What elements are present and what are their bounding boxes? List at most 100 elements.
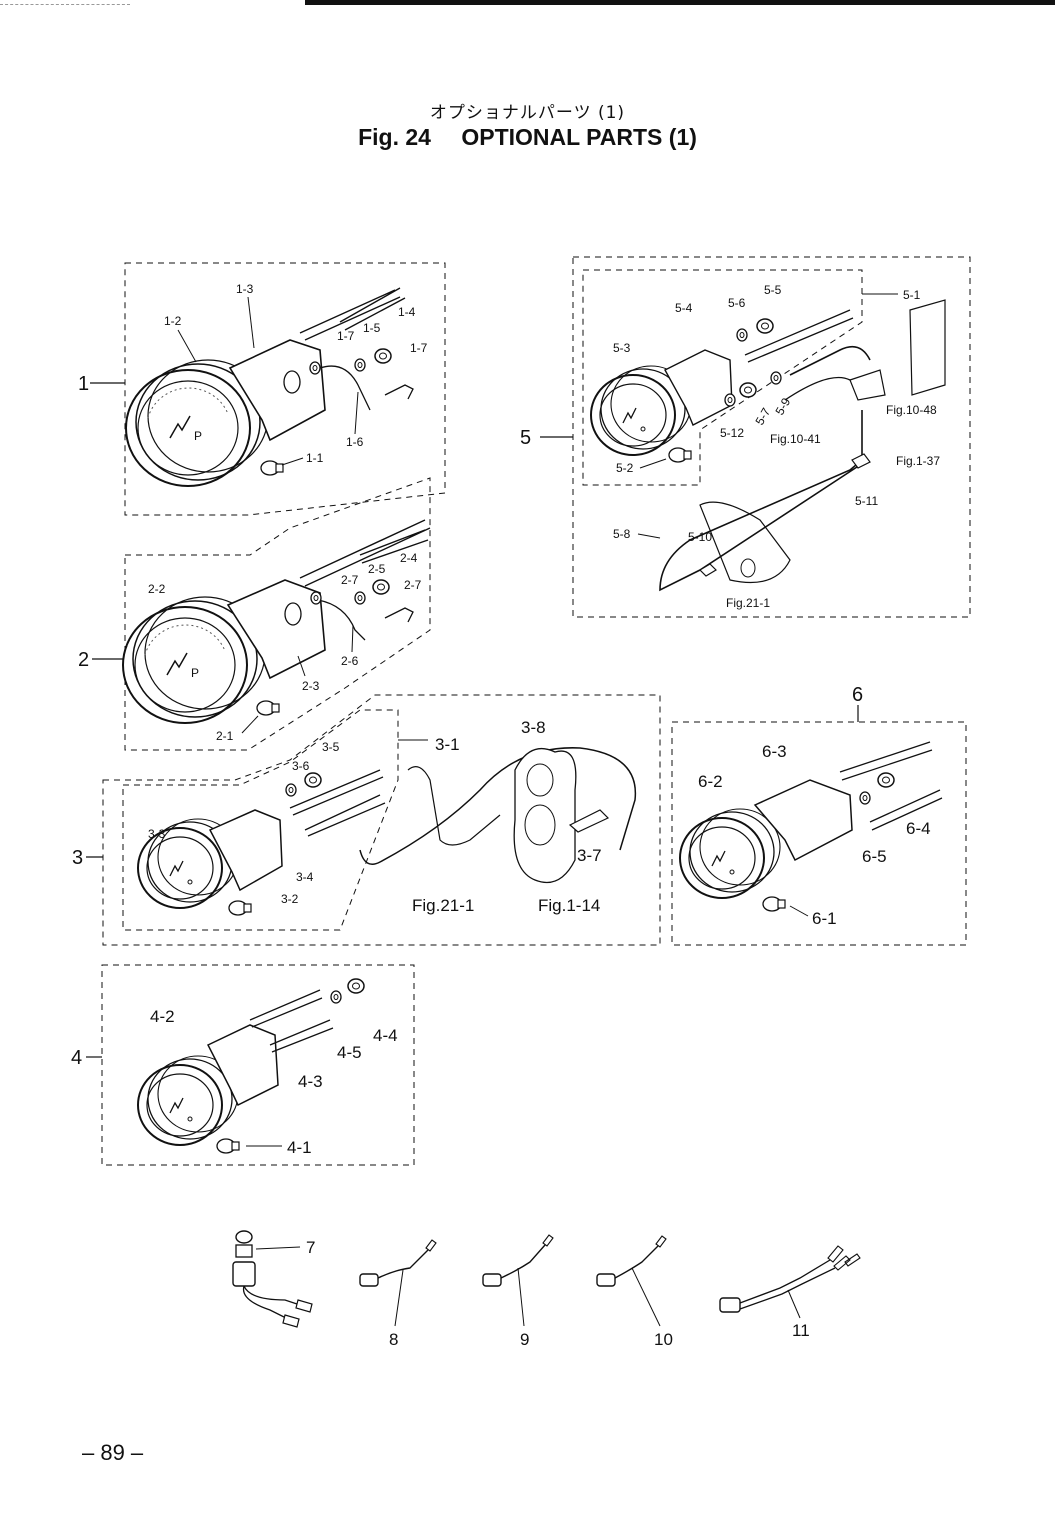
bulb-5-2 [668, 447, 692, 463]
svg-text:5-2: 5-2 [616, 461, 634, 475]
group-3-frame [102, 694, 661, 946]
washer-2-5 [354, 591, 366, 605]
svg-text:4-4: 4-4 [373, 1026, 398, 1045]
svg-text:Fig.21-1: Fig.21-1 [412, 896, 474, 915]
svg-text:6-1: 6-1 [812, 909, 837, 928]
harness-8: 8 [359, 1239, 437, 1349]
svg-text:5-5: 5-5 [764, 283, 782, 297]
svg-text:1-7: 1-7 [410, 341, 428, 355]
group-4-frame [101, 964, 415, 1166]
washer-3-6 [285, 783, 297, 797]
svg-text:10: 10 [654, 1330, 673, 1349]
nut-2-4 [372, 579, 390, 595]
header-rule [305, 0, 1055, 5]
svg-text:5-1: 5-1 [903, 288, 921, 302]
svg-text:8: 8 [389, 1330, 398, 1349]
svg-text:Fig.21-1: Fig.21-1 [726, 596, 770, 610]
header-rule-dashed [0, 4, 130, 6]
svg-text:2-7: 2-7 [341, 573, 359, 587]
svg-text:1-3: 1-3 [236, 282, 254, 296]
group-3: 3 3-3 3-6 3-5 3-4 3-2 3-1 3-8 3-7 Fig.21… [72, 694, 661, 946]
group-3-number: 3 [72, 847, 83, 869]
nut-1-4 [374, 348, 392, 364]
svg-text:3-5: 3-5 [322, 740, 340, 754]
svg-text:4-3: 4-3 [298, 1072, 323, 1091]
svg-text:5-10: 5-10 [688, 530, 712, 544]
svg-text:2-7: 2-7 [404, 578, 422, 592]
nut-5-5 [756, 318, 774, 334]
bulb-6-1 [762, 896, 786, 912]
nut-3-5 [304, 772, 322, 788]
svg-text:1-5: 1-5 [363, 321, 381, 335]
svg-text:7: 7 [306, 1238, 315, 1257]
cable-3-8 [359, 747, 637, 865]
group-5-1-frame [582, 269, 863, 486]
svg-text:3-1: 3-1 [435, 735, 460, 754]
group-3-1-frame [122, 709, 399, 931]
part-5-7 [739, 382, 757, 398]
group-2: 2 2-2 2-7 2-5 2-4 2-7 2-6 2-3 2-1 [78, 477, 431, 751]
svg-text:1-2: 1-2 [164, 314, 182, 328]
group-4-number: 4 [71, 1047, 82, 1069]
svg-text:Fig.10-41: Fig.10-41 [770, 432, 821, 446]
washer-2-7 [310, 591, 322, 605]
nut-4-4 [347, 978, 365, 994]
svg-text:2-1: 2-1 [216, 729, 234, 743]
fig-21-1-block [699, 501, 791, 584]
bracket-3-4 [208, 809, 283, 892]
svg-text:2-2: 2-2 [148, 582, 166, 596]
svg-text:5-12: 5-12 [720, 426, 744, 440]
svg-text:2-5: 2-5 [368, 562, 386, 576]
harness-9: 9 [482, 1234, 554, 1349]
group-2-frame [124, 477, 431, 751]
switch-7: 7 [232, 1230, 315, 1328]
svg-text:2-6: 2-6 [341, 654, 359, 668]
group-1-number: 1 [78, 373, 89, 395]
svg-text:2-4: 2-4 [400, 551, 418, 565]
svg-text:5-11: 5-11 [855, 494, 878, 508]
svg-text:3-2: 3-2 [281, 892, 299, 906]
svg-text:5-7: 5-7 [752, 405, 773, 427]
nut-6-4 [877, 772, 895, 788]
hose-5-8 [659, 410, 863, 592]
harness-11: 11 [719, 1245, 861, 1340]
page-number: – 89 – [82, 1440, 144, 1465]
svg-text:2-3: 2-3 [302, 679, 320, 693]
washer-6-5 [859, 791, 871, 805]
svg-text:6-2: 6-2 [698, 772, 723, 791]
joint-5-11 [851, 453, 871, 469]
group-6-frame [671, 721, 967, 946]
bulb-4-1 [216, 1138, 240, 1154]
group-4: 4 4-2 4-3 4-4 4-5 4-1 [71, 964, 415, 1166]
svg-text:1-7: 1-7 [337, 329, 355, 343]
bracket-fig-1-14 [513, 747, 577, 884]
svg-text:6-4: 6-4 [906, 819, 931, 838]
washer-5-9 [770, 371, 782, 385]
bulb-2-1 [256, 700, 280, 716]
svg-text:3-4: 3-4 [296, 870, 314, 884]
bracket-4-3 [206, 1024, 279, 1107]
svg-text:3-7: 3-7 [577, 846, 602, 865]
group-6-number: 6 [852, 684, 863, 706]
figure-title: Fig. 24 OPTIONAL PARTS (1) [0, 124, 1055, 151]
gauge-6-2 [679, 808, 781, 899]
svg-text:1-6: 1-6 [346, 435, 364, 449]
washer-1-5 [354, 358, 366, 372]
svg-text:5-8: 5-8 [613, 527, 631, 541]
svg-text:11: 11 [792, 1321, 810, 1340]
sender-3-7 [568, 809, 610, 833]
svg-text:5-4: 5-4 [675, 301, 693, 315]
washer-5-6 [736, 328, 748, 342]
washer-4-5 [330, 990, 342, 1004]
svg-text:Fig.1-14: Fig.1-14 [538, 896, 600, 915]
bracket-1-3 [228, 339, 326, 442]
svg-text:5-3: 5-3 [613, 341, 631, 355]
svg-text:Fig.1-37: Fig.1-37 [896, 454, 940, 468]
svg-text:9: 9 [520, 1330, 529, 1349]
bracket-2-3 [226, 579, 326, 680]
subtitle-japanese: オプショナルパーツ (1) [429, 103, 626, 123]
svg-text:Fig.10-48: Fig.10-48 [886, 403, 937, 417]
bracket-6-3 [753, 779, 853, 862]
svg-text:3-8: 3-8 [521, 718, 546, 737]
svg-text:6-3: 6-3 [762, 742, 787, 761]
